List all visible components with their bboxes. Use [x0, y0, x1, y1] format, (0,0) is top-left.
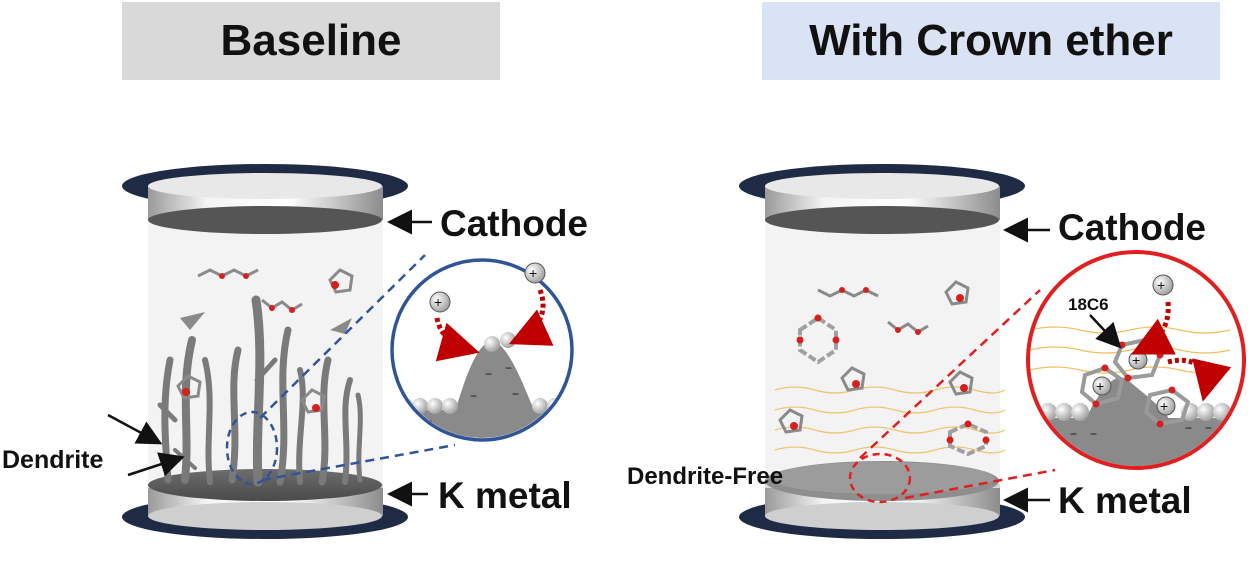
ion-flux-arrow-icon [508, 289, 554, 346]
svg-text:−: − [1070, 427, 1077, 441]
crown-ether-cell [739, 164, 1056, 539]
dendrite-fragment [330, 318, 352, 334]
crown-ether-zoom-circle: −− −− + + + [1026, 250, 1246, 470]
dendrite-pointer [127, 452, 185, 477]
svg-text:+: + [1132, 352, 1140, 368]
cathode-surface [765, 206, 999, 234]
svg-text:−: − [545, 414, 552, 428]
svg-text:+: + [1157, 277, 1165, 293]
crown-ether-18c6-label: 18C6 [1068, 295, 1109, 314]
solvent-molecule-icon [176, 268, 354, 414]
ion-flux-arrow-icon [434, 317, 480, 362]
baseline-zoom-circle: −− −− −− + + [390, 258, 574, 442]
baseline-cell [122, 164, 456, 539]
svg-text:−: − [1205, 421, 1212, 435]
svg-text:−: − [1185, 421, 1192, 435]
ion-flux-arrow-icon [1131, 301, 1176, 355]
solvent-molecule-icon [197, 268, 303, 313]
svg-text:−: − [505, 361, 512, 375]
svg-text:−: − [512, 387, 519, 401]
crown-ether-title: With Crown ether [762, 2, 1220, 80]
k-metal-label: K metal [1058, 480, 1192, 521]
svg-text:+: + [1160, 398, 1168, 414]
cation-plus-icon: + + + [1092, 350, 1176, 416]
dendrite-pointer [107, 413, 163, 445]
cathode-label: Cathode [440, 203, 588, 244]
svg-text:+: + [529, 265, 537, 281]
svg-text:+: + [1096, 378, 1104, 394]
solvent-molecule-icon [778, 280, 974, 434]
svg-text:−: − [485, 367, 492, 381]
svg-text:−: − [470, 389, 477, 403]
dendrite-label: Dendrite [2, 446, 104, 474]
zoom-region-marker [225, 410, 279, 486]
zoom-region-marker [848, 452, 912, 504]
cathode-label: Cathode [1058, 207, 1206, 248]
svg-text:−: − [1090, 427, 1097, 441]
baseline-title: Baseline [122, 2, 500, 80]
ion-flux-arrow-icon [1167, 357, 1232, 402]
dendrite-free-label: Dendrite-Free [627, 463, 783, 490]
crown-ether-ring-icon [798, 315, 988, 457]
cation-plus-icon: + [1152, 274, 1174, 296]
cation-plus-icon: + + [429, 262, 546, 313]
cathode-surface [148, 206, 382, 234]
svg-text:+: + [434, 294, 442, 310]
dendrite-fragment [180, 312, 205, 330]
k-metal-label: K metal [438, 475, 572, 516]
